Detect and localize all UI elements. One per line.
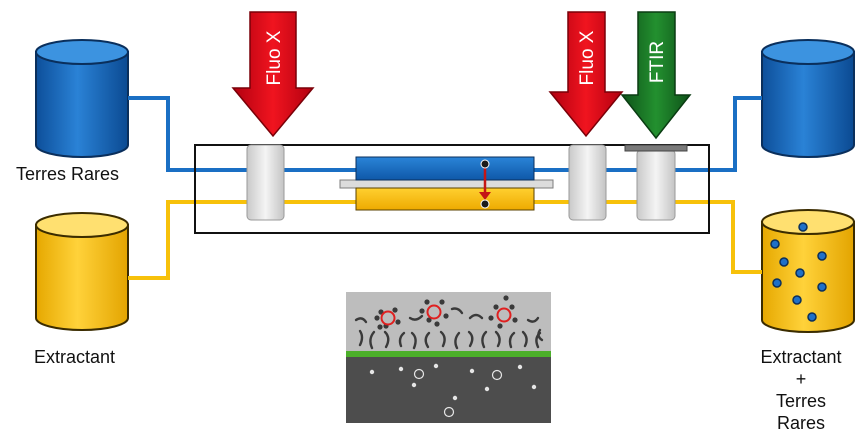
tank-extractant bbox=[35, 212, 129, 331]
window-ftir bbox=[636, 149, 676, 221]
rare-earth-particles bbox=[770, 222, 827, 322]
ftir-arrow: FTIR bbox=[620, 11, 692, 140]
window-fluo-left bbox=[246, 144, 285, 221]
window-fluo-right bbox=[568, 144, 607, 221]
label-product-line-1: Extractant bbox=[760, 347, 842, 367]
ftir-label: FTIR bbox=[647, 41, 668, 83]
blue-outlet-tube bbox=[487, 96, 762, 172]
membrane bbox=[339, 179, 554, 189]
label-terres-rares: Terres Rares bbox=[16, 164, 120, 184]
fluo-x-label-right: Fluo X bbox=[577, 30, 598, 85]
label-extractant-terres-rares: Extractant + Terres Rares bbox=[748, 346, 854, 434]
label-product-line-4: Rares bbox=[776, 413, 825, 433]
ftir-crystal bbox=[624, 144, 688, 152]
label-extractant: Extractant bbox=[34, 347, 116, 367]
label-product-line-3: Terres bbox=[775, 391, 826, 411]
blue-inlet-tube bbox=[128, 96, 500, 172]
microfluidic-chip bbox=[194, 144, 710, 234]
label-product-line-2: + bbox=[795, 369, 807, 389]
tank-extractant-loaded bbox=[761, 209, 855, 333]
fluo-x-label-left: Fluo X bbox=[264, 30, 285, 85]
yellow-outlet-tube bbox=[487, 200, 762, 274]
tank-terres-rares bbox=[35, 39, 129, 158]
aqueous-channel bbox=[355, 156, 535, 181]
fluo-x-arrow-right: Fluo X bbox=[548, 11, 624, 138]
transfer-arrow bbox=[479, 159, 491, 209]
organic-channel bbox=[355, 187, 535, 211]
yellow-inlet-tube bbox=[128, 200, 500, 280]
molecular-interface-inset bbox=[346, 292, 551, 423]
fluo-x-arrow-left: Fluo X bbox=[231, 11, 315, 138]
tank-raffinate bbox=[761, 39, 855, 158]
